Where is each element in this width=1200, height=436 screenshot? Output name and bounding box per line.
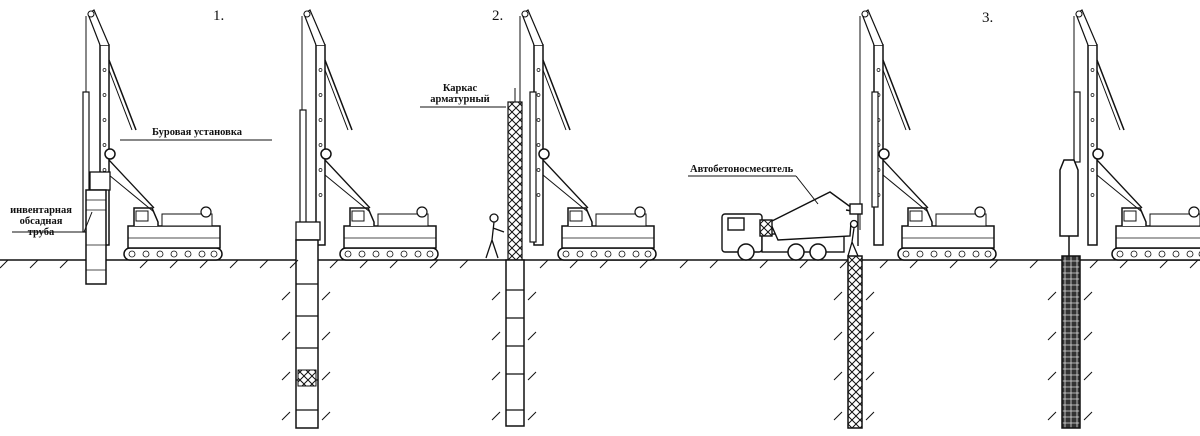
concrete-mixer-label: Автобетоносмеситель (690, 164, 794, 175)
reinforcement-cage-label: Каркас арматурный (420, 83, 500, 105)
drill-rig-label: Буровая установка (152, 127, 242, 138)
casing-tube-label-line3: труба (27, 227, 55, 238)
reinforcement-cage-label-line2: арматурный (430, 94, 490, 105)
reinforcement-cage-label-line1: Каркас (442, 83, 478, 94)
casing-tube-label-line1: инвентарная (10, 205, 72, 216)
casing-tube-label-line2: обсадная (19, 216, 63, 227)
casing-tube-label: инвентарная обсадная труба (8, 205, 74, 238)
step-number-3: 3. (982, 10, 994, 26)
step-number-2: 2. (492, 8, 504, 24)
step-number-1: 1. (213, 8, 225, 24)
